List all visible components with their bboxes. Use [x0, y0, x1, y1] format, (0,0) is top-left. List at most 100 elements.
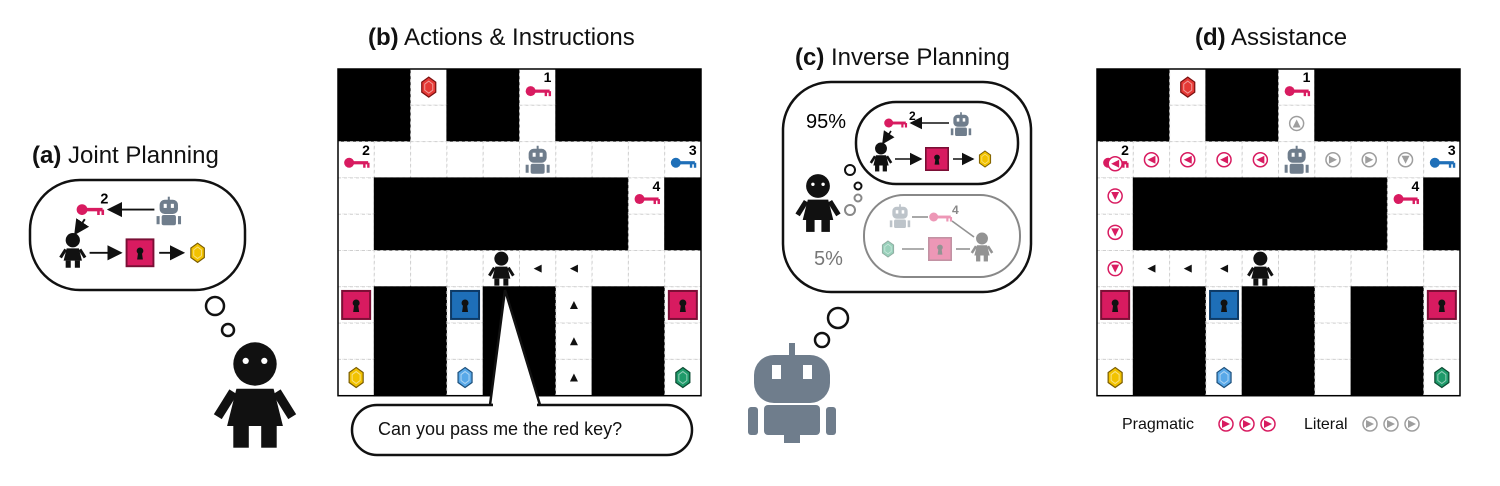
- wall-cell: [627, 358, 666, 397]
- gem-blue-icon: [457, 366, 473, 389]
- floor-cell: [446, 322, 484, 360]
- wall-cell: [1350, 213, 1388, 251]
- floor-cell: [627, 141, 666, 179]
- prob-high: 95%: [806, 111, 846, 133]
- floor-cell: [519, 104, 557, 143]
- plan-key-number: 2: [100, 192, 108, 208]
- robot-large: [748, 343, 836, 443]
- wall-cell: [1314, 213, 1352, 251]
- action-arrow-icon: [1401, 155, 1410, 164]
- wall-cell: [1241, 322, 1279, 360]
- floor-cell: [1314, 358, 1352, 397]
- wall-cell: [482, 213, 521, 251]
- gem-red-icon: [1180, 76, 1196, 98]
- wall-cell: [664, 104, 702, 143]
- floor-cell: [664, 141, 702, 179]
- action-arrow-icon: [1222, 420, 1230, 428]
- legend-literal-label: Literal: [1304, 416, 1348, 433]
- wall-cell: [1350, 286, 1388, 324]
- floor-cell: [1314, 322, 1352, 360]
- action-arrow-icon: [569, 300, 578, 309]
- wall-cell: [1169, 322, 1207, 360]
- wall-cell: [1278, 177, 1316, 215]
- wall-cell: [1350, 322, 1388, 360]
- wall-cell: [1314, 68, 1352, 106]
- wall-cell: [1350, 358, 1388, 397]
- action-arrow-icon: [1408, 420, 1416, 428]
- floor-cell: [591, 250, 629, 288]
- wall-cell: [1241, 68, 1279, 106]
- wall-cell: [1241, 177, 1279, 215]
- wall-cell: [1132, 286, 1171, 324]
- floor-cell: [627, 250, 666, 288]
- action-arrow-icon: [1147, 155, 1156, 164]
- floor-cell: [337, 250, 375, 288]
- thought-dot: [220, 322, 236, 338]
- floor-cell: [1423, 322, 1461, 360]
- wall-cell: [1132, 68, 1171, 106]
- hypothesis-low: [863, 194, 1021, 278]
- wall-cell: [591, 358, 629, 397]
- wall-cell: [410, 286, 448, 324]
- action-arrow-icon: [1365, 155, 1374, 164]
- svg-text:2: 2: [909, 109, 916, 123]
- wall-cell: [591, 104, 629, 143]
- action-arrow-icon: [569, 264, 578, 273]
- wall-cell: [1386, 104, 1425, 143]
- panel-c: 2 4 95% 5%: [748, 80, 1033, 443]
- floor-cell: [1350, 250, 1388, 288]
- wall-cell: [627, 104, 666, 143]
- wall-cell: [1314, 177, 1352, 215]
- floor-cell: [1386, 250, 1425, 288]
- wall-cell: [373, 322, 412, 360]
- wall-cell: [1132, 104, 1171, 143]
- action-arrow-icon: [1147, 264, 1156, 273]
- wall-cell: [555, 177, 593, 215]
- key-number: 2: [1121, 142, 1129, 158]
- wall-cell: [373, 358, 412, 397]
- key-number: 3: [689, 142, 697, 158]
- wall-cell: [1386, 358, 1425, 397]
- thought-dot: [813, 331, 831, 349]
- wall-cell: [337, 68, 375, 106]
- key-number: 4: [653, 178, 661, 194]
- floor-cell: [373, 250, 412, 288]
- floor-cell: [410, 141, 448, 179]
- floor-cell: [482, 141, 521, 179]
- wall-cell: [482, 68, 521, 106]
- action-arrow-icon: [1220, 155, 1229, 164]
- key-number: 4: [1412, 178, 1420, 194]
- wall-cell: [1132, 177, 1171, 215]
- wall-cell: [1241, 213, 1279, 251]
- floor-cell: [555, 141, 593, 179]
- gem-green-icon: [675, 366, 691, 389]
- floor-cell: [591, 141, 629, 179]
- wall-cell: [373, 68, 412, 106]
- action-arrow-icon: [569, 337, 578, 346]
- action-arrow-icon: [1111, 264, 1120, 273]
- floor-cell: [664, 250, 702, 288]
- gem-blue-icon: [1216, 366, 1232, 389]
- floor-cell: [1169, 104, 1207, 143]
- wall-cell: [627, 286, 666, 324]
- floor-cell: [1386, 213, 1425, 251]
- wall-cell: [555, 213, 593, 251]
- wall-cell: [1278, 322, 1316, 360]
- floor-cell: [1314, 250, 1352, 288]
- wall-cell: [1096, 104, 1134, 143]
- wall-cell: [591, 213, 629, 251]
- wall-cell: [664, 68, 702, 106]
- wall-cell: [591, 68, 629, 106]
- human-in-thought: [798, 174, 839, 232]
- wall-cell: [373, 104, 412, 143]
- wall-cell: [555, 104, 593, 143]
- door-red-icon: [1426, 289, 1457, 320]
- wall-cell: [1423, 104, 1461, 143]
- speech-bubble: [350, 289, 694, 457]
- speech-text: Can you pass me the red key?: [378, 419, 623, 439]
- action-arrow-icon: [1387, 420, 1395, 428]
- wall-cell: [1350, 104, 1388, 143]
- action-arrow-icon: [1183, 264, 1192, 273]
